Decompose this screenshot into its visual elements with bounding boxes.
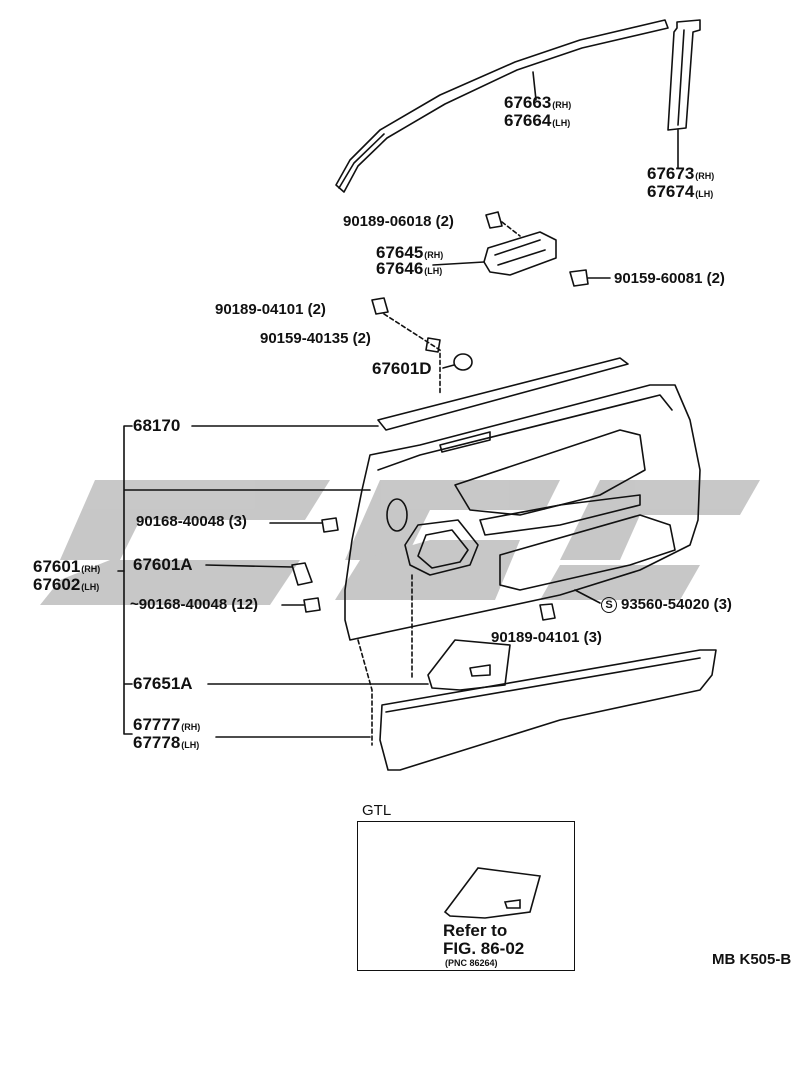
label-67663: 67663(RH) — [504, 93, 572, 112]
clip-icon — [371, 297, 389, 315]
clip-icon — [539, 603, 556, 621]
inset-refer-line3: (PNC 86264) — [445, 958, 498, 968]
outer-moulding-67663 — [335, 19, 669, 193]
s-symbol-icon: S — [601, 597, 617, 614]
label-67601A: 67601A — [133, 555, 193, 574]
lower-trim-67777 — [379, 649, 717, 771]
screw-icon — [303, 597, 321, 613]
label-90189-04101-b: 90189-04101 (3) — [491, 629, 602, 646]
screw-icon — [425, 337, 441, 353]
label-67673: 67673(RH) — [647, 164, 715, 183]
label-90189-04101-a: 90189-04101 (2) — [215, 301, 326, 318]
weatherstrip-68170 — [377, 357, 629, 431]
diagram-code: MB K505-B — [712, 951, 792, 968]
label-90168-40048-b: ~90168-40048 (12) — [130, 596, 259, 613]
door-trim-panel — [344, 384, 701, 641]
inset-refer-line2: FIG. 86-02 — [443, 939, 525, 958]
label-67778: 67778(LH) — [133, 733, 200, 752]
label-67645: 67645(RH) — [376, 243, 444, 262]
watermark-logo — [40, 480, 760, 605]
label-67602: 67602(LH) — [33, 575, 100, 594]
speaker-grille-67651A — [427, 639, 511, 691]
bracket-67645 — [483, 231, 557, 276]
inset-refer-line1: Refer to — [443, 921, 508, 940]
inset-title: GTL — [362, 802, 392, 819]
label-90189-06018: 90189-06018 (2) — [343, 213, 454, 230]
label-67601: 67601(RH) — [33, 557, 101, 576]
label-67777: 67777(RH) — [133, 715, 201, 734]
label-90168-40048-a: 90168-40048 (3) — [136, 513, 247, 530]
cap-icon — [453, 353, 473, 371]
group-bracket — [123, 425, 371, 735]
label-90159-60081: 90159-60081 (2) — [614, 270, 725, 287]
screw-icon — [321, 517, 339, 533]
label-90159-40135: 90159-40135 (2) — [260, 330, 371, 347]
clip-icon — [485, 211, 503, 229]
screw-icon — [569, 269, 589, 287]
label-67646: 67646(LH) — [376, 259, 443, 278]
label-67664: 67664(LH) — [504, 111, 571, 130]
label-67601D: 67601D — [372, 359, 432, 378]
inset-box — [357, 821, 575, 971]
bolt-icon — [291, 562, 313, 586]
pillar-garnish-67673 — [667, 19, 701, 131]
label-67674: 67674(LH) — [647, 182, 714, 201]
label-67651A: 67651A — [133, 674, 193, 693]
label-68170: 68170 — [133, 416, 181, 435]
inset-speaker-grille — [443, 867, 542, 919]
